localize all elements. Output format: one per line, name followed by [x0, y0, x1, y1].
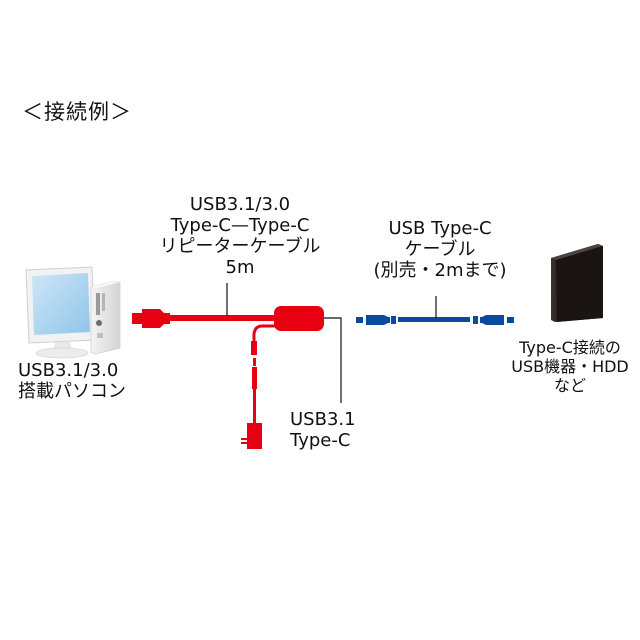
label-line: USB Type-C: [388, 218, 492, 239]
power-typec-plug: [247, 423, 262, 449]
label-line: など: [553, 376, 586, 395]
label-line: 5m: [225, 257, 255, 278]
pc-label: USB3.1/3.0 搭載パソコン: [18, 360, 126, 402]
label-line: USB3.1/3.0: [18, 360, 119, 381]
cable-body: [398, 317, 470, 322]
desktop-computer-icon: [25, 266, 121, 359]
power-branch-cable-bottom: [253, 389, 256, 423]
label-line: Type-C: [290, 430, 351, 451]
typec-cable: [356, 315, 514, 325]
leader-lines: [226, 283, 437, 403]
right-plug-tip: [507, 317, 514, 323]
pc-side-plug: [132, 313, 142, 324]
left-strain: [391, 316, 396, 324]
external-hdd-icon: [551, 244, 603, 322]
left-connector: [366, 315, 390, 325]
label-line: USB3.1: [290, 409, 356, 430]
main-cable: [168, 315, 278, 321]
right-connector: [480, 315, 504, 325]
repeater-box: [274, 306, 324, 331]
power-branch-cable-lower: [253, 358, 256, 366]
pc-side-connector: [142, 309, 170, 328]
label-line: Type-C—Type-C: [170, 215, 310, 236]
repeater-cable: [132, 306, 324, 449]
plug-pin: [241, 438, 247, 440]
plug-pin: [241, 442, 247, 444]
diagram-title: ＜接続例＞: [22, 100, 132, 124]
label-line: Type-C接続の: [519, 338, 621, 357]
label-line: USB3.1/3.0: [189, 194, 291, 215]
label-line: リピーターケーブル: [159, 236, 321, 257]
power-branch-cable: [252, 324, 276, 342]
device-label: Type-C接続の USB機器・HDD など: [510, 338, 630, 395]
power-branch-sleeve: [252, 367, 257, 389]
power-port-leader: [324, 317, 342, 403]
repeater-cable-label: USB3.1/3.0 Type-C—Type-C リピーターケーブル 5m: [150, 194, 330, 278]
label-line: (別売・2mまで): [373, 260, 507, 281]
left-plug-tip: [356, 317, 363, 323]
right-strain: [473, 316, 478, 324]
label-line: 搭載パソコン: [18, 381, 126, 402]
typec-cable-label: USB Type-C ケーブル (別売・2mまで): [350, 218, 530, 281]
label-line: ケーブル: [404, 239, 476, 260]
power-port-label: USB3.1 Type-C: [290, 409, 356, 451]
power-branch-ferrite: [251, 341, 257, 355]
label-line: USB機器・HDD: [511, 357, 629, 376]
